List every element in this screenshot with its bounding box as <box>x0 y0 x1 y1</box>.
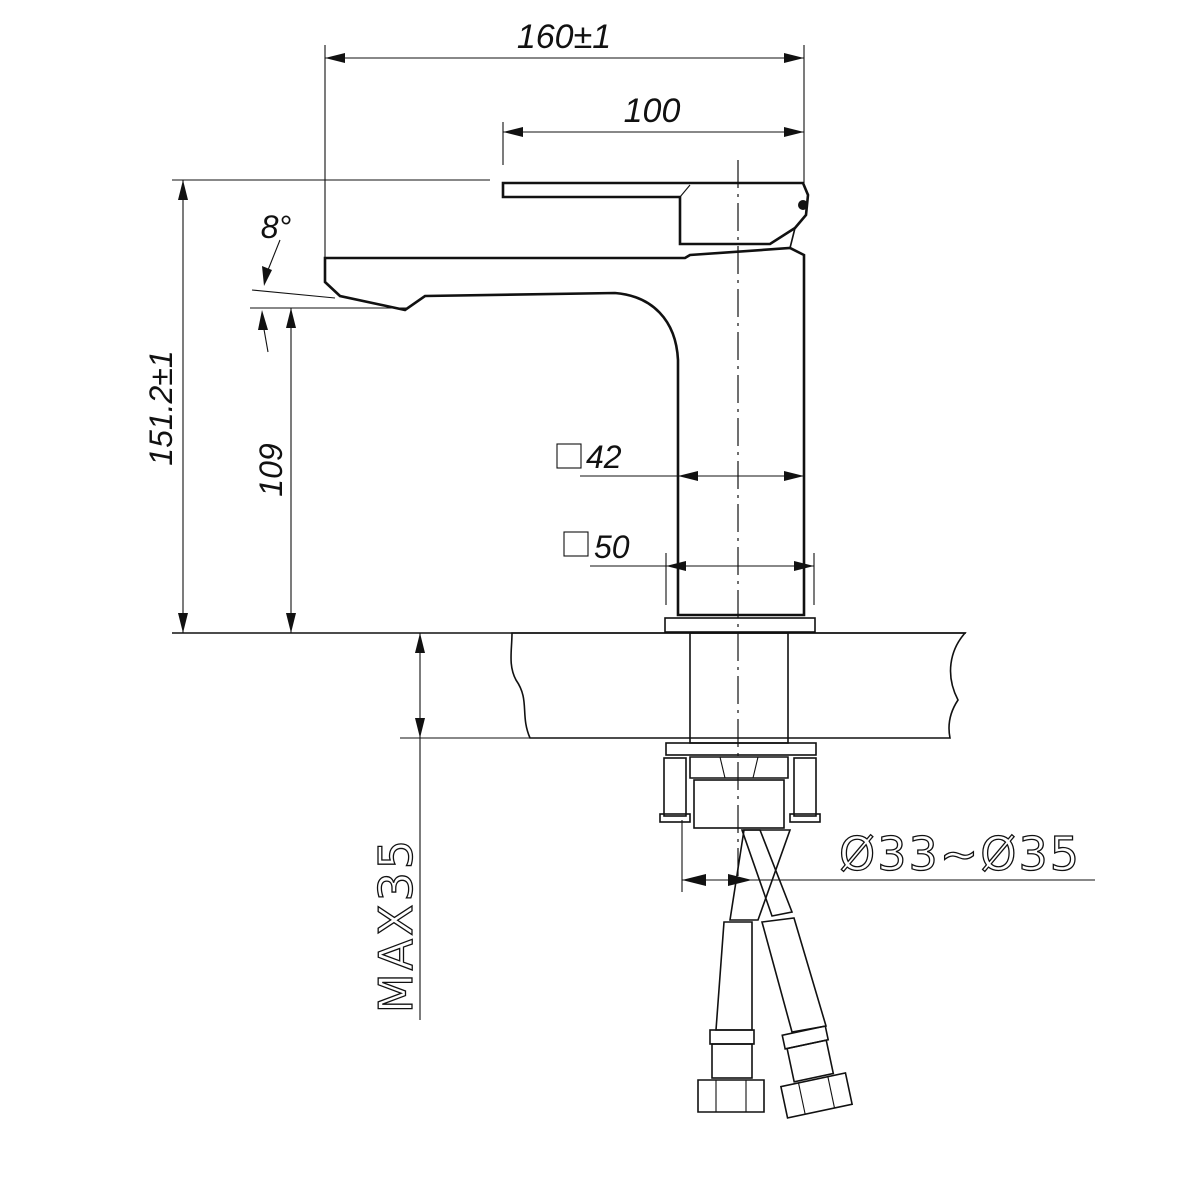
dimension-lever-length: 100 <box>502 92 804 165</box>
height-label: 151.2±1 <box>143 350 179 465</box>
dimension-overall-length: 160±1 <box>324 18 805 258</box>
threaded-shank <box>659 617 821 829</box>
dimension-body-section-base: 50 <box>563 529 815 605</box>
countertop-section <box>172 632 967 739</box>
lever-length-label: 100 <box>624 92 681 130</box>
max-thickness-label: MAX35 <box>369 837 423 1013</box>
spout-height-label: 109 <box>253 443 289 497</box>
supply-hoses <box>697 829 854 1119</box>
body-section-top-label: 42 <box>586 439 622 475</box>
dimension-hole-diameter: Ø33~Ø35 <box>681 820 1095 892</box>
hole-diameter-label: Ø33~Ø35 <box>839 827 1081 881</box>
body-section-base-label: 50 <box>594 529 630 565</box>
overall-length-label: 160±1 <box>517 18 611 56</box>
dimension-spout-height: 109 <box>250 307 408 633</box>
dimension-body-section-top: 42 <box>556 439 804 481</box>
spout-angle-label: 8° <box>261 209 292 245</box>
dimension-spout-angle: 8° <box>251 209 336 353</box>
dimension-height: 151.2±1 <box>143 179 490 633</box>
dimension-max-thickness: MAX35 <box>368 633 425 1020</box>
faucet-body <box>323 181 810 617</box>
